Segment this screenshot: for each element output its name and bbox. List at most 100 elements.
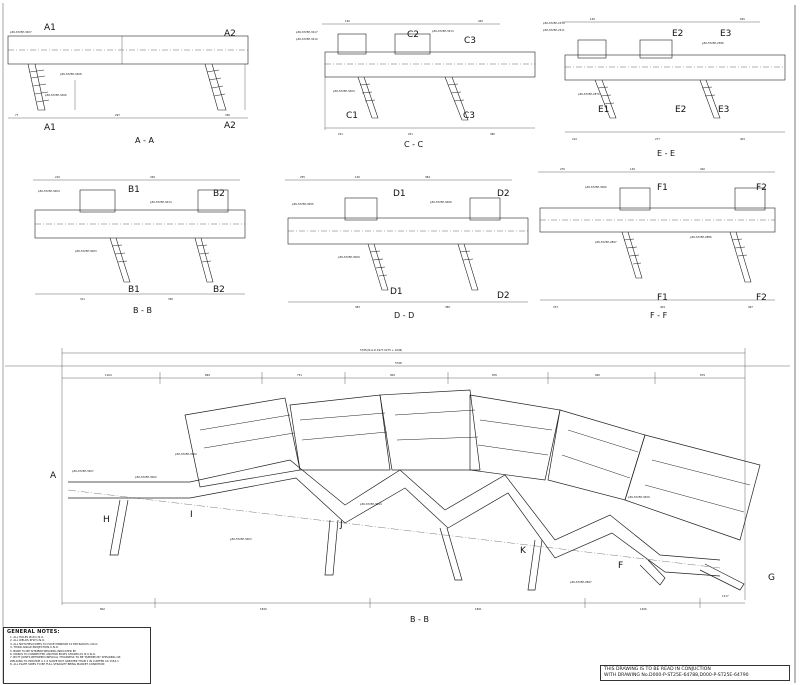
section-mark: H <box>103 515 110 525</box>
dimension: 140 <box>355 175 360 179</box>
dimension: 403 <box>740 137 745 141</box>
section-title: A - A <box>135 136 154 145</box>
dimension: 277 <box>655 137 660 141</box>
part-callout: p36-ST25E-3003 <box>75 249 97 253</box>
dimension: 1206 <box>640 607 647 611</box>
dimension: 255 <box>300 175 305 179</box>
total-dimension: 5798 <box>395 361 402 365</box>
general-note-line: 2. ALL WELDS 6FW U.N.O. <box>10 639 45 643</box>
overall-dimension: 5798 (N.G.D.1977.0275 + 1046) <box>360 348 402 352</box>
dimension: 899 <box>205 373 210 377</box>
section-title: D - D <box>394 311 414 320</box>
section-mark: D2 <box>497 291 510 301</box>
part-callout: p36-ST25E-2897 <box>595 240 617 244</box>
dimension: 420 <box>478 19 483 23</box>
dimension: 340 <box>150 175 155 179</box>
dimension: 1849 <box>260 607 267 611</box>
part-callout: p36-ST25E-3208 <box>60 72 82 76</box>
dimension: 212 <box>572 137 577 141</box>
section-cc: C2 C3 C1 C3 140 420 231 251 380 p36-ST25… <box>296 19 536 149</box>
section-mark: D1 <box>390 287 403 297</box>
dimension: 270 <box>560 167 565 171</box>
dimension: 420 <box>700 167 705 171</box>
dimension: 384 <box>425 175 430 179</box>
section-mark: B1 <box>128 285 140 295</box>
part-callout: p36-ST25E-3217 <box>296 30 318 34</box>
part-callout: p36-ST25E-3003 <box>230 537 252 541</box>
section-mark: A <box>50 471 57 481</box>
section-mark: F2 <box>756 293 767 303</box>
section-mark: A2 <box>224 29 236 39</box>
dimension: 879 <box>700 373 705 377</box>
section-mark: A1 <box>44 23 56 33</box>
section-aa: A1 A2 A1 A2 77 297 336 p36-ST25E-3207 p3… <box>7 23 249 145</box>
section-mark: E1 <box>598 105 609 115</box>
general-note-line: 3. ALL NOTCHES/COPES TO HAVE MINIMUM 10 … <box>10 642 99 646</box>
section-mark: F2 <box>756 183 767 193</box>
section-mark: D1 <box>393 189 406 199</box>
dimension: 1164 <box>105 373 112 377</box>
part-callout: p36-ST25E-3014 <box>360 502 382 506</box>
general-note-line: 6. MARKS TO CONNECTED ANCHOR BOLTS SHOWN… <box>10 653 96 657</box>
dimension: 625 <box>740 17 745 21</box>
dimension: 1891 <box>475 607 482 611</box>
section-mark: B2 <box>213 285 225 295</box>
dimension: 383 <box>355 305 360 309</box>
section-mark: K <box>520 546 527 556</box>
section-mark: A2 <box>224 121 236 131</box>
part-callout: p36-ST25E-3207 <box>10 30 32 34</box>
general-note-line: 5. BORE TO BE SITE/BRP-WELDING INDICATED… <box>10 649 77 653</box>
part-callout: p36-ST25E-3005 <box>292 202 314 206</box>
general-note-line: 1. ALL HOLES Ø18 U.N.O. <box>10 636 44 639</box>
section-mark: E2 <box>672 29 683 39</box>
part-callout: p36-ST25E-3207 <box>72 469 94 473</box>
section-mark: F <box>618 561 623 571</box>
section-mark: I <box>190 510 193 520</box>
general-note-line: 7. BUTT JOINTS BETWEEN UNEQUAL THICKNESS… <box>10 656 121 660</box>
part-callout: p36-ST25E-3210 <box>296 37 318 41</box>
general-notes-box: GENERAL NOTES: 1. ALL HOLES Ø18 U.N.O. 2… <box>3 627 151 684</box>
section-dd: D1 D2 D1 D2 255 140 384 383 380 p36-ST25… <box>285 175 529 320</box>
dimension: 876 <box>492 373 497 377</box>
section-mark: B2 <box>213 189 225 199</box>
section-mark: C3 <box>464 36 476 46</box>
general-notes-heading: GENERAL NOTES: <box>7 629 60 635</box>
general-note-line: 4. THIRD ANGLE PROJECTION U.N.O. <box>10 646 59 650</box>
section-title: F - F <box>650 311 668 320</box>
dimension: 940 <box>595 373 600 377</box>
dimension: 311 <box>80 297 85 301</box>
section-ee: E2 E3 E1 E2 E3 140 625 212 277 403 p36-S… <box>543 17 786 158</box>
dimension: 373 <box>553 305 558 309</box>
part-callout: p36-ST25E-2897 <box>570 580 592 584</box>
section-mark: C3 <box>463 111 475 121</box>
section-bb-main: A H I J K F G 5798 (N.G.D.1977.0275 + 10… <box>5 348 790 624</box>
part-callout: p36-ST25E-3204 <box>175 452 197 456</box>
dimension: 140 <box>590 17 595 21</box>
dimension: 140 <box>345 19 350 23</box>
part-callout: p36-ST25E-3004 <box>38 189 60 193</box>
section-title: B - B <box>410 615 429 624</box>
section-mark: D2 <box>497 189 510 199</box>
dimension: 404 <box>660 305 665 309</box>
dimension: 731 <box>297 373 302 377</box>
part-callout: p36-ST25E-3002 <box>135 475 157 479</box>
section-mark: A1 <box>44 123 56 133</box>
dimension: 380 <box>445 305 450 309</box>
part-callout: p36-ST25E-3213 <box>432 29 454 33</box>
dimension: 802 <box>100 607 105 611</box>
section-mark: F1 <box>657 293 668 303</box>
part-callout: p36-ST25E-3206 <box>45 93 67 97</box>
dimension: 140 <box>630 167 635 171</box>
dimension: 336 <box>168 297 173 301</box>
section-mark: E3 <box>720 29 731 39</box>
general-note-line: 8. ALL PLATE SIDES TO BE FULL STRAIGHT B… <box>10 663 105 667</box>
part-callout: p36-ST25E-2886 <box>690 235 712 239</box>
reference-note: THIS DRAWING IS TO BE READ IN CONJUCTION… <box>600 665 790 681</box>
section-mark: B1 <box>128 185 140 195</box>
part-callout: p36-ST25E-3006 <box>430 200 452 204</box>
part-callout: p36-ST25E-3009 <box>338 255 360 259</box>
dimension: 231 <box>338 132 343 136</box>
part-callout: p36-ST25E-3014 <box>150 200 172 204</box>
section-mark: C2 <box>407 30 419 40</box>
section-mark: J <box>339 520 343 530</box>
